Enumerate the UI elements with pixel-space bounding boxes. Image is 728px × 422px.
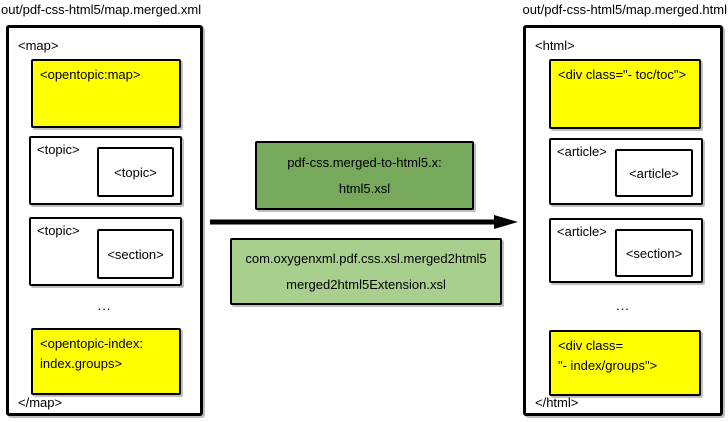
topic-outer-label: <topic>	[37, 142, 80, 157]
map-close-tag: </map>	[18, 395, 63, 410]
ellipsis: ...	[616, 298, 630, 313]
transform-arrow	[210, 215, 518, 229]
nested-topic-box: <topic>	[97, 147, 174, 197]
toc-div-block: <div class="- toc/toc">	[549, 59, 701, 129]
topic-block-2: <topic> <section>	[29, 217, 182, 286]
stylesheet-box-main: pdf-css.merged-to-html5.x: html5.xsl	[255, 141, 474, 210]
index-groups-div-block: <div class= "- index/groups">	[549, 330, 701, 396]
right-file-title: out/pdf-css-html5/map.merged.html	[522, 2, 727, 17]
article-block-1: <article> <article>	[549, 138, 703, 205]
stylesheet-box-extension: com.oxygenxml.pdf.css.xsl.merged2html5 m…	[230, 238, 502, 305]
stylesheet-box-main-line2: html5.xsl	[338, 181, 391, 197]
map-open-tag: <map>	[18, 38, 59, 53]
html-close-tag: </html>	[535, 395, 579, 410]
article-block-2: <article> <section>	[549, 218, 703, 283]
topic-outer-label: <topic>	[37, 223, 80, 238]
topic-block-1: <topic> <topic>	[29, 136, 182, 205]
stylesheet-box-extension-line2: merged2html5Extension.xsl	[286, 277, 446, 292]
html-open-tag: <html>	[535, 38, 575, 53]
article-outer-label: <article>	[557, 144, 607, 159]
nested-section-box: <section>	[615, 229, 693, 277]
opentopic-map-block: <opentopic:map>	[31, 59, 181, 128]
opentopic-index-block: <opentopic-index: index.groups>	[31, 328, 181, 395]
left-file-title: out/pdf-css-html5/map.merged.xml	[1, 2, 202, 17]
stylesheet-box-extension-line1: com.oxygenxml.pdf.css.xsl.merged2html5	[245, 251, 487, 266]
xml-structure-box: <map> <opentopic:map> <topic> <topic> <t…	[6, 25, 203, 416]
nested-article-box: <article>	[615, 149, 693, 197]
html-structure-box: <html> <div class="- toc/toc"> <article>…	[523, 25, 723, 416]
stylesheet-box-main-line1: pdf-css.merged-to-html5.x:	[287, 154, 442, 170]
nested-section-box: <section>	[97, 229, 174, 279]
ellipsis: ...	[97, 298, 112, 313]
article-outer-label: <article>	[557, 224, 607, 239]
